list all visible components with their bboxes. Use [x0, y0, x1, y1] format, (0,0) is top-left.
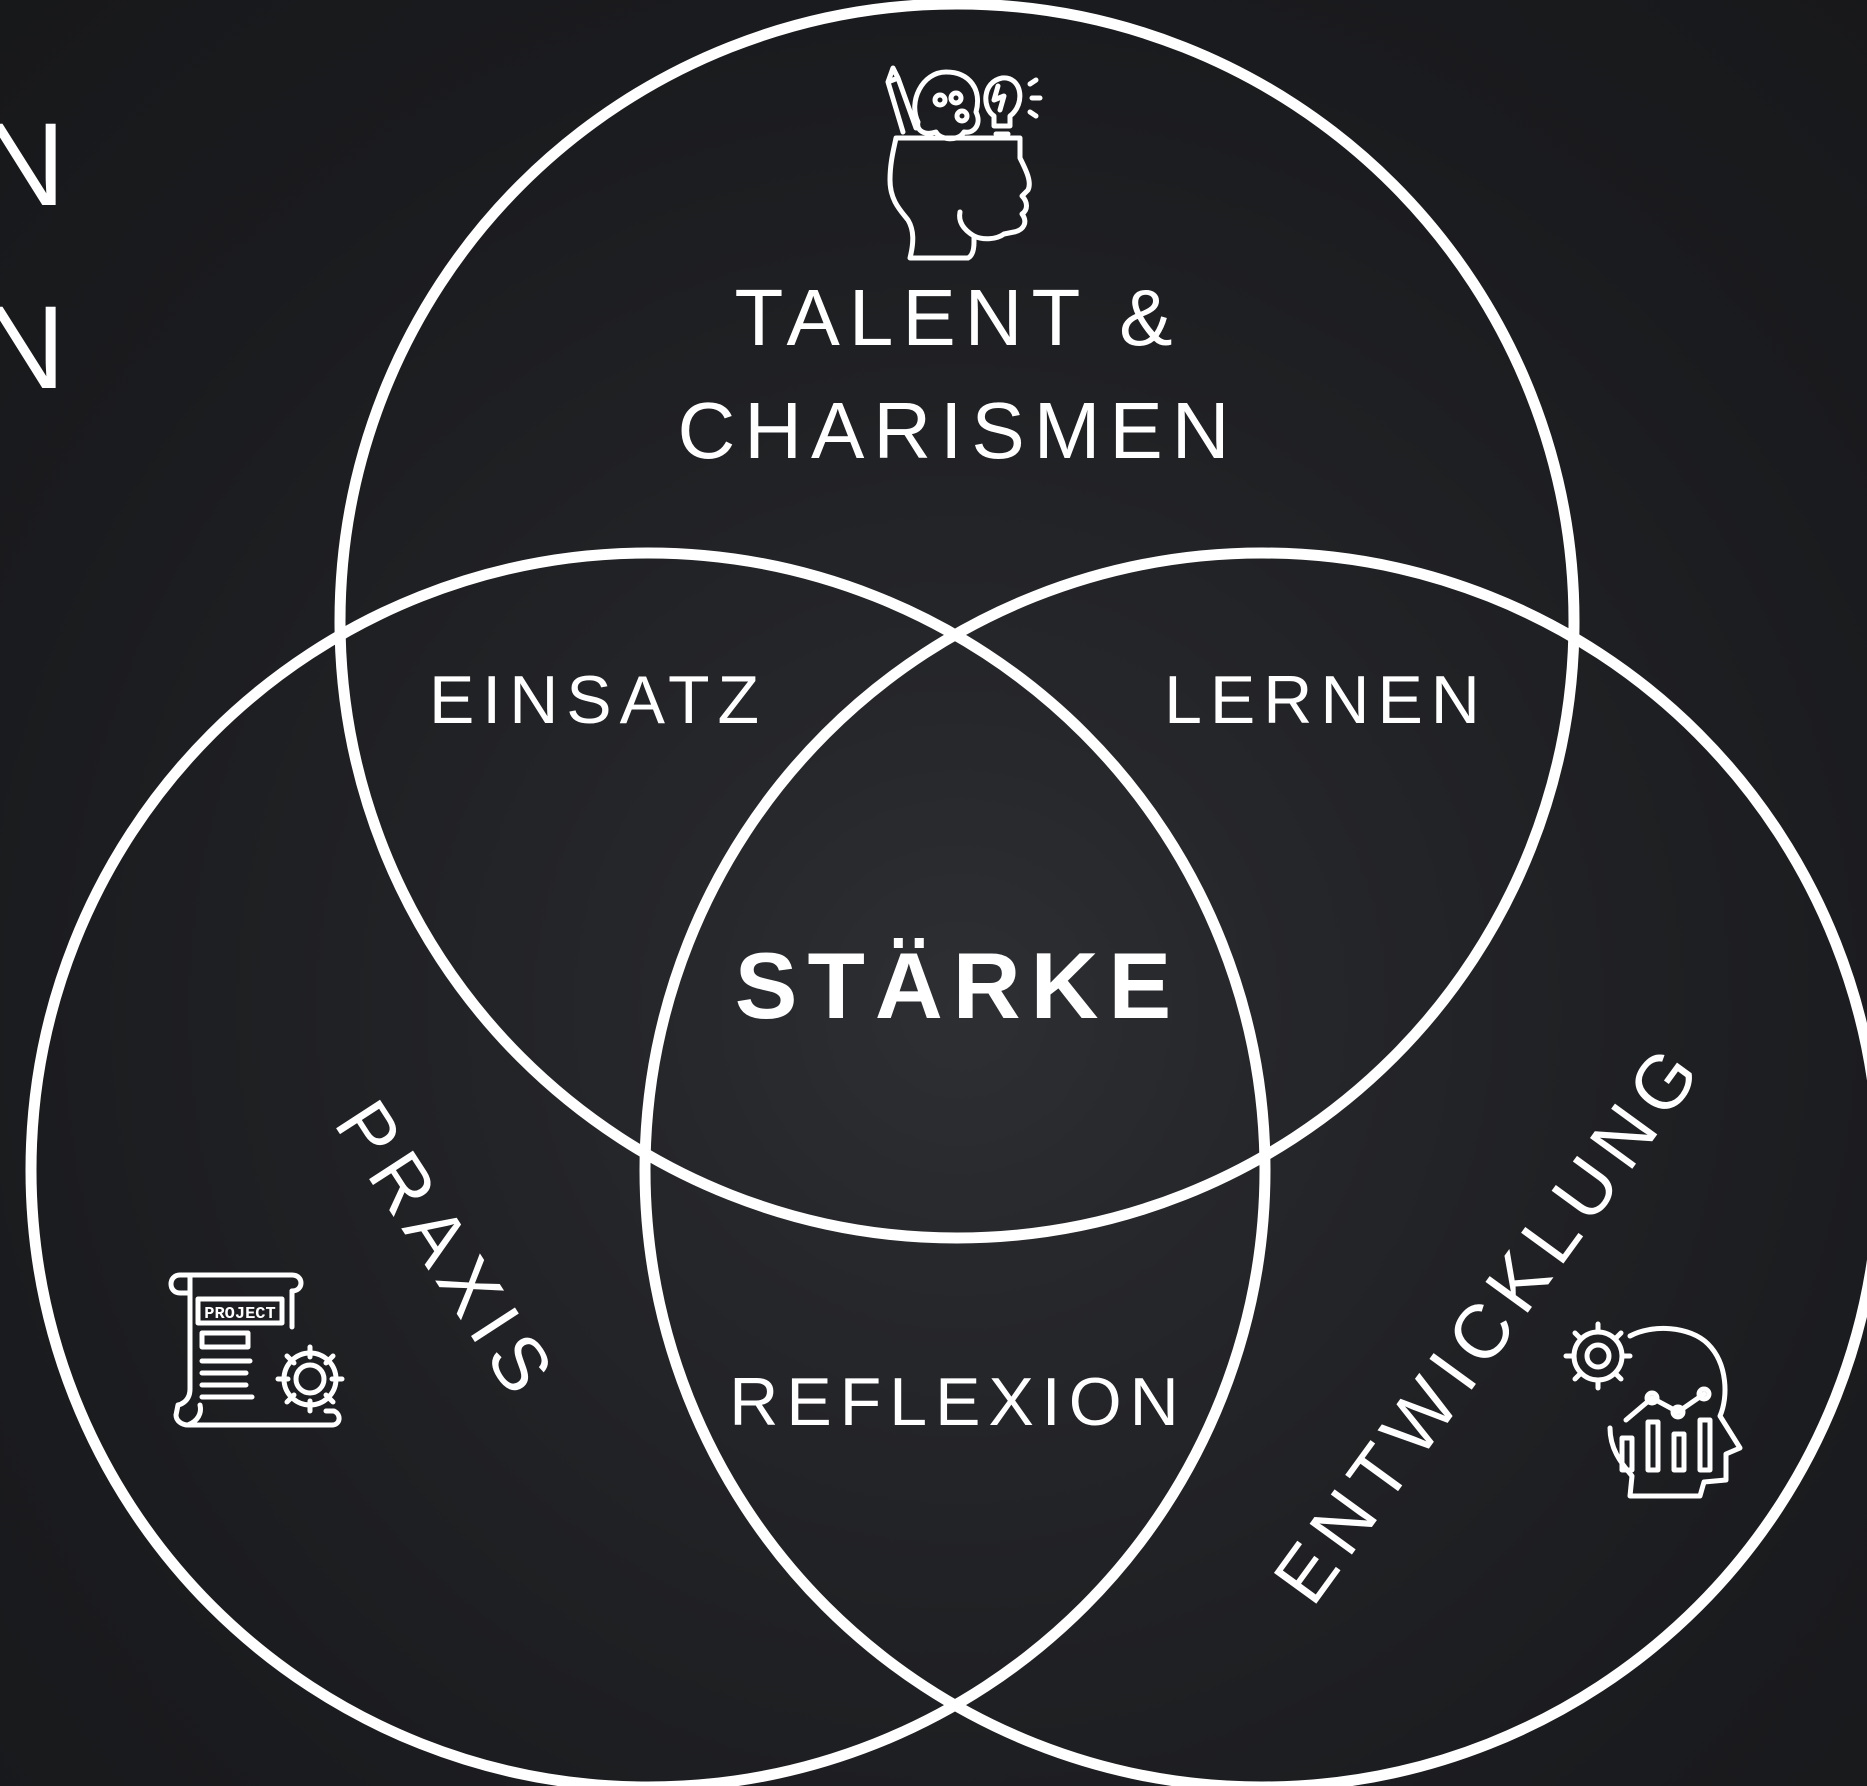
circle-praxis — [25, 547, 1271, 1786]
edge-letter-2: N — [0, 282, 71, 414]
head-ideas-icon — [885, 65, 1043, 261]
intersection-label-lernen: LERNEN — [1164, 662, 1488, 738]
circle-talent — [334, 0, 1580, 1244]
set-label-charismen: CHARISMEN — [677, 386, 1238, 475]
center-label-staerke: STÄRKE — [735, 933, 1181, 1038]
set-label-praxis: PRAXIS — [318, 1086, 574, 1416]
head-analytics-icon — [1563, 1321, 1743, 1499]
circle-entwicklung — [639, 547, 1867, 1786]
intersection-label-einsatz: EINSATZ — [429, 662, 767, 738]
intersection-label-reflexion: REFLEXION — [729, 1364, 1186, 1440]
set-label-talent: TALENT & — [735, 273, 1182, 362]
edge-letter-1: N — [0, 99, 71, 231]
project-scroll-icon: PROJECT — [168, 1272, 345, 1428]
project-icon-text: PROJECT — [204, 1305, 275, 1324]
